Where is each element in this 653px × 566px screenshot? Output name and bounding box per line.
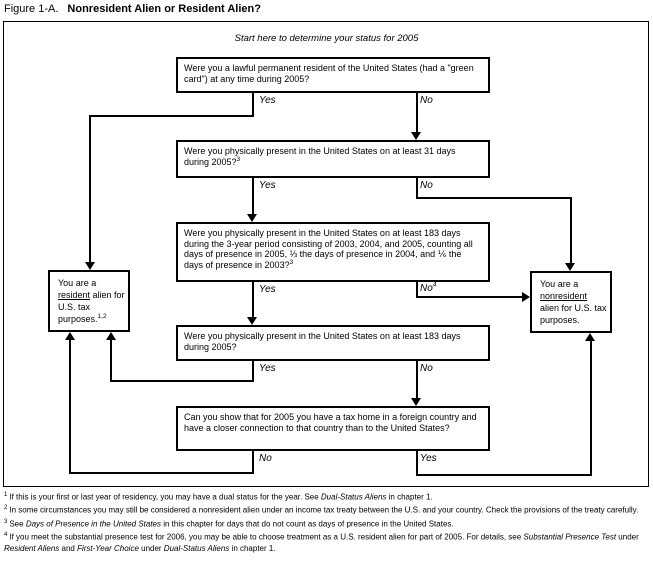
footnote-italic: Dual-Status Aliens: [320, 492, 387, 502]
connector-q1-yes-horizontal: [89, 115, 254, 117]
figure-title: Figure 1-A. Nonresident Alien or Resident…: [4, 3, 261, 15]
start-here-label: Start here to determine your status for …: [234, 33, 419, 44]
connector-q5-yes-stub: [416, 451, 418, 476]
outcome-box-resident: You are a resident alien for U.S. tax pu…: [48, 270, 130, 332]
outcome-text: alien for U.S. tax purposes.: [58, 290, 125, 324]
footnote-ref: 3: [236, 155, 241, 163]
footnote-number: 3: [4, 518, 8, 525]
connector-q3-no-stub: [416, 280, 418, 298]
branch-label-q1-yes: Yes: [259, 95, 276, 106]
footnote-italic: Resident Aliens: [4, 543, 60, 553]
branch-label-q3-no: No4: [420, 281, 437, 294]
footnote-text: under: [138, 543, 164, 553]
branch-label-q5-no: No: [259, 453, 272, 464]
question-text: Can you show that for 2005 you have a ta…: [184, 412, 477, 433]
branch-label-q1-no: No: [420, 95, 433, 106]
connector-q5-no-vertical: [69, 340, 71, 474]
connector-q1-no: [416, 93, 418, 132]
outcome-text: You are a: [540, 279, 579, 289]
arrowhead-down-resident-top: [85, 262, 95, 270]
connector-q1-yes-vertical: [89, 115, 91, 262]
connector-q2-no-horizontal: [416, 197, 572, 199]
connector-q5-yes-vertical: [590, 341, 592, 476]
footnote-text: See: [9, 519, 26, 529]
outcome-text: alien for U.S. tax purposes.: [540, 303, 607, 325]
arrowhead-down-nonresident-top: [565, 263, 575, 271]
footnote-italic: Dual-Status Aliens: [163, 543, 230, 553]
question-box-183-days-3yr: Were you physically present in the Unite…: [176, 222, 490, 282]
connector-q5-no-horizontal: [69, 472, 254, 474]
question-text: Were you physically present in the Unite…: [184, 228, 473, 270]
footnote-text: under: [616, 533, 639, 543]
connector-q2-no-vertical: [570, 197, 572, 263]
question-box-green-card: Were you a lawful permanent resident of …: [176, 57, 490, 93]
arrowhead-down-q4: [247, 317, 257, 325]
branch-label-text: No: [420, 283, 433, 294]
footnote-ref: 1,2: [97, 313, 107, 320]
footnote-text: and: [59, 543, 78, 553]
arrowhead-up-resident-bottom-outer: [65, 332, 75, 340]
connector-q4-yes-stub: [252, 361, 254, 382]
footnote-italic: First-Year Choice: [77, 543, 139, 553]
figure-name: Nonresident Alien or Resident Alien?: [67, 3, 261, 15]
branch-label-q3-yes: Yes: [259, 284, 276, 295]
branch-label-q4-no: No: [420, 363, 433, 374]
branch-label-q5-yes: Yes: [420, 453, 437, 464]
footnote-text: in chapter 1.: [386, 492, 433, 502]
arrowhead-up-nonresident-bottom: [585, 333, 595, 341]
footnote-text: If you meet the substantial presence tes…: [9, 533, 524, 543]
footnote-italic: Days of Presence in the United States: [25, 519, 161, 529]
branch-label-q2-yes: Yes: [259, 180, 276, 191]
connector-q2-yes: [252, 178, 254, 214]
arrowhead-up-resident-bottom-inner: [106, 332, 116, 340]
question-box-31-days: Were you physically present in the Unite…: [176, 140, 490, 178]
outcome-keyword: nonresident: [540, 291, 588, 301]
arrowhead-down-q2: [411, 132, 421, 140]
connector-q5-no-stub: [252, 451, 254, 474]
outcome-keyword: resident: [58, 290, 91, 300]
figure-label: Figure 1-A.: [4, 3, 59, 15]
connector-q4-yes-horizontal: [110, 380, 254, 382]
footnote-number: 2: [4, 505, 8, 512]
connector-q3-yes: [252, 280, 254, 317]
footnote-text: In some circumstances you may still be c…: [9, 506, 639, 516]
question-box-183-days-2005: Were you physically present in the Unite…: [176, 325, 490, 361]
connector-q4-yes-vertical: [110, 340, 112, 382]
footnote-text: in this chapter for days that do not cou…: [161, 519, 454, 529]
arrowhead-down-q3: [247, 214, 257, 222]
question-box-tax-home: Can you show that for 2005 you have a ta…: [176, 406, 490, 451]
footnote-ref: 4: [432, 281, 437, 289]
branch-label-q2-no: No: [420, 180, 433, 191]
footnote-text: If this is your first or last year of re…: [9, 492, 321, 502]
footnote-text: in chapter 1.: [229, 543, 276, 553]
arrowhead-right-nonresident-side: [522, 292, 530, 302]
footnote-ref: 3: [289, 258, 294, 266]
outcome-text: You are a: [58, 278, 97, 288]
connector-q1-yes-stub: [252, 93, 254, 117]
connector-q4-no: [416, 361, 418, 398]
connector-q3-no-horizontal: [416, 296, 522, 298]
question-text: Were you a lawful permanent resident of …: [184, 63, 474, 84]
branch-label-q4-yes: Yes: [259, 363, 276, 374]
connector-q2-no-stub: [416, 178, 418, 199]
footnote-italic: Substantial Presence Test: [523, 533, 617, 543]
flowchart-frame: [3, 21, 649, 487]
footnote-number: 1: [4, 492, 8, 498]
arrowhead-down-q5: [411, 398, 421, 406]
question-text: Were you physically present in the Unite…: [184, 331, 461, 352]
connector-q5-yes-horizontal: [416, 474, 592, 476]
footnote-number: 4: [4, 532, 8, 539]
outcome-box-nonresident: You are a nonresident alien for U.S. tax…: [530, 271, 612, 333]
question-text: Were you physically present in the Unite…: [184, 146, 456, 167]
